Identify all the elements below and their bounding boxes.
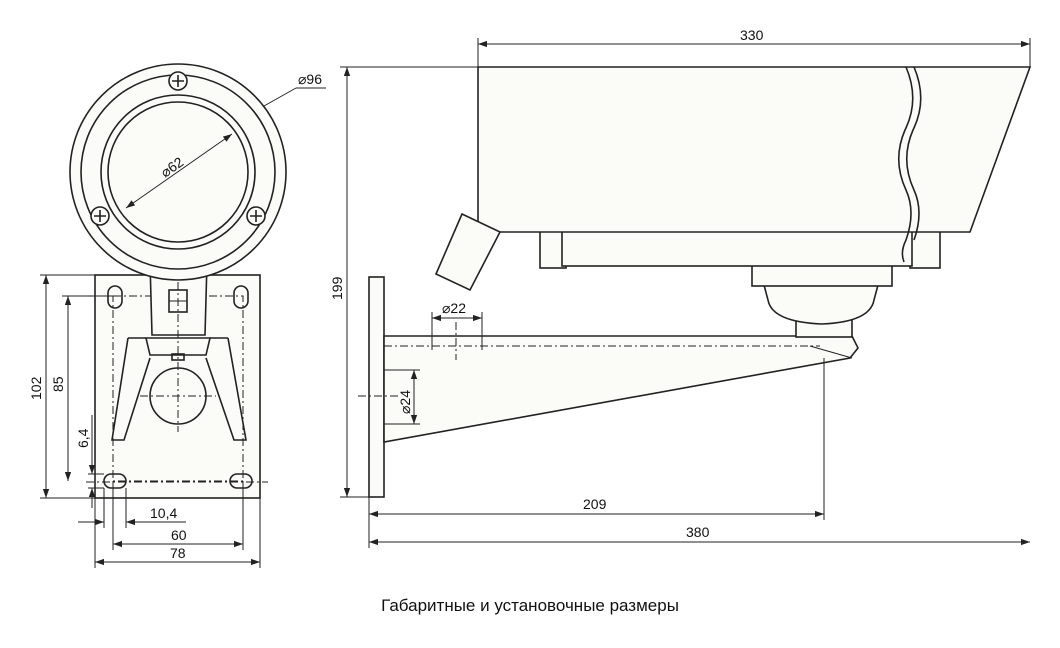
- screw-icon: [246, 206, 266, 226]
- dim-60: 60: [171, 527, 187, 543]
- bracket-arm: [358, 322, 859, 443]
- camera-housing-side: [434, 66, 1032, 292]
- dim-102: 102: [28, 376, 44, 400]
- dim-d24: ⌀24: [397, 390, 413, 414]
- caption: Габаритные и установочные размеры: [381, 596, 679, 615]
- dim-d22: ⌀22: [442, 300, 466, 316]
- front-dimensions: ⌀96 ⌀62 102 85 6,4 10,4 60 78: [28, 71, 326, 568]
- tilt-mount: [751, 259, 893, 338]
- side-view: [358, 66, 1032, 498]
- dim-380: 380: [686, 524, 710, 540]
- dim-85: 85: [50, 376, 66, 392]
- side-dimensions: 330 199 ⌀22 ⌀24 209 380: [329, 27, 1031, 548]
- wall-plate: [368, 276, 385, 498]
- dim-209: 209: [583, 496, 607, 512]
- front-view: [69, 63, 287, 499]
- dim-199: 199: [329, 276, 345, 300]
- screw-icon: [90, 206, 110, 226]
- dim-10-4: 10,4: [150, 505, 177, 521]
- dim-d96: ⌀96: [298, 71, 322, 87]
- dim-330: 330: [740, 27, 764, 43]
- bracket-yoke: [86, 261, 268, 483]
- dim-78: 78: [170, 545, 186, 561]
- dim-6-4: 6,4: [75, 428, 91, 448]
- screw-icon: [168, 71, 188, 91]
